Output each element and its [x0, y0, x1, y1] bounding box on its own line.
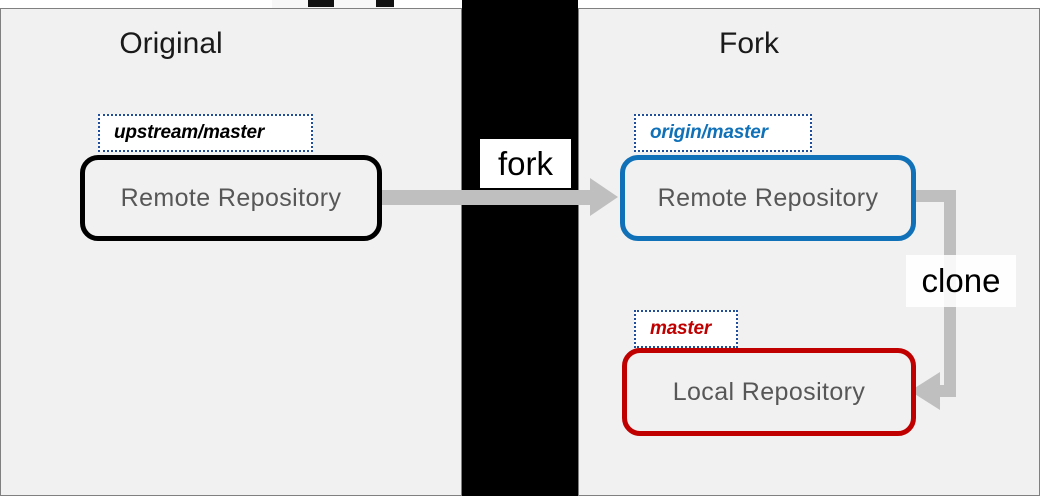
panel-original-title: Original	[119, 27, 223, 60]
artifact-fragment-right	[376, 0, 394, 7]
clone-arrow-segment-bottom	[938, 385, 956, 397]
cropped-top-artifact	[272, 0, 394, 9]
center-divider-bar	[462, 0, 578, 496]
fork-arrow-shaft	[378, 190, 593, 205]
action-label-clone: clone	[906, 255, 1016, 307]
artifact-fragment-left	[308, 0, 334, 7]
branch-tag-origin-master: origin/master	[634, 114, 812, 152]
node-local-repository: Local Repository	[622, 348, 916, 436]
action-label-fork: fork	[480, 139, 571, 188]
node-upstream-remote-repository: Remote Repository	[80, 155, 382, 241]
fork-arrow-head	[590, 178, 618, 216]
node-origin-remote-repository: Remote Repository	[620, 155, 916, 241]
branch-tag-master: master	[634, 310, 738, 348]
branch-tag-upstream-master: upstream/master	[98, 114, 313, 152]
panel-fork-title: Fork	[719, 27, 779, 60]
panel-original: Original	[0, 8, 462, 496]
